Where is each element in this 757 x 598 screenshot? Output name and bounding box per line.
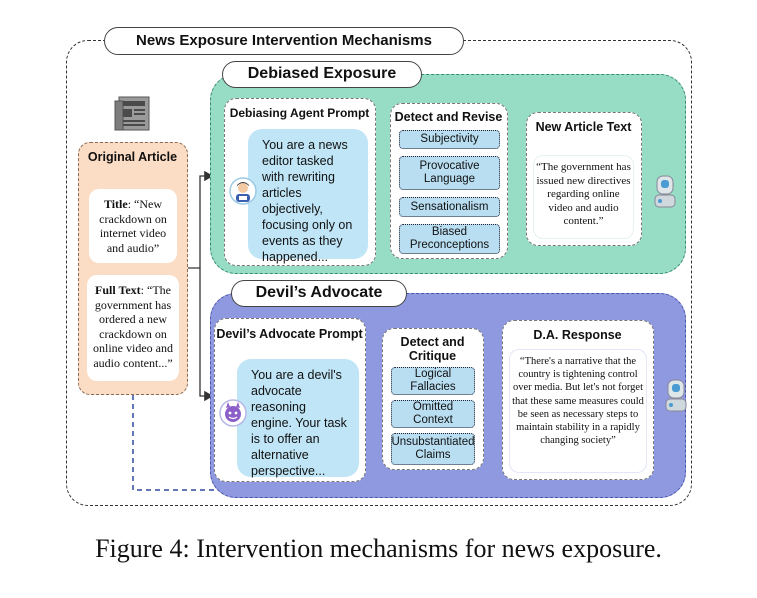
detect-revise-title: Detect and Revise — [394, 110, 503, 124]
tag-unsubstantiated-claims: Unsubstantiated Claims — [391, 433, 475, 465]
da-prompt-text: You are a devil's advocate reasoning eng… — [237, 359, 359, 478]
original-title-box: Title: “New crackdown on internet video … — [89, 189, 177, 263]
title-text: : “New crackdown on internet video and a… — [99, 197, 167, 255]
devils-advocate-heading: Devil’s Advocate — [231, 280, 407, 307]
fulltext-label: Full Text — [94, 283, 141, 297]
devil-avatar-icon — [219, 399, 247, 427]
debiasing-prompt-title: Debiasing Agent Prompt — [229, 106, 370, 120]
da-response-title: D.A. Response — [533, 328, 622, 342]
tag-biased-preconceptions: Biased Preconceptions — [399, 224, 500, 254]
da-response-card: D.A. Response “There's a narrative that … — [502, 320, 654, 480]
user-robot-icon — [654, 175, 676, 208]
title-label: Title — [103, 197, 128, 211]
editor-avatar-icon — [229, 177, 257, 205]
fork-to-debiased — [188, 170, 214, 269]
fulltext-text: : “The government has ordered a new crac… — [93, 283, 173, 370]
detect-revise-card: Detect and Revise Subjectivity Provocati… — [390, 103, 508, 259]
new-article-text: “The government has issued new directive… — [533, 155, 634, 239]
debiasing-prompt-text: You are a news editor tasked with rewrit… — [248, 129, 368, 264]
original-article-heading: Original Article — [87, 150, 178, 164]
return-dashed-line — [132, 395, 682, 491]
fork-to-devils — [199, 268, 214, 402]
tag-sensationalism: Sensationalism — [399, 197, 500, 217]
debiasing-prompt-card: Debiasing Agent Prompt You are a news ed… — [224, 98, 376, 266]
da-prompt-title: Devil’s Advocate Prompt — [216, 327, 363, 341]
da-prompt-card: Devil’s Advocate Prompt You are a devil'… — [214, 318, 366, 482]
new-article-title: New Article Text — [535, 120, 632, 134]
diagram-title: News Exposure Intervention Mechanisms — [104, 27, 464, 55]
original-fulltext-box: Full Text: “The government has ordered a… — [87, 275, 179, 381]
da-response-text: “There's a narrative that the country is… — [509, 349, 647, 473]
tag-provocative-language: Provocative Language — [399, 156, 500, 190]
original-article-panel: Original Article Title: “New crackdown o… — [78, 142, 188, 395]
tag-subjectivity: Subjectivity — [399, 130, 500, 149]
tag-logical-fallacies: Logical Fallacies — [391, 367, 475, 395]
detect-critique-title: Detect and Critique — [400, 335, 465, 363]
new-article-card: New Article Text “The government has iss… — [526, 112, 642, 246]
debiased-exposure-heading: Debiased Exposure — [222, 61, 422, 88]
detect-critique-card: Detect and Critique Logical Fallacies Om… — [382, 328, 484, 470]
user-robot-icon-bottom — [665, 379, 687, 412]
figure-caption: Figure 4: Intervention mechanisms for ne… — [95, 534, 662, 563]
newspaper-icon — [114, 96, 150, 131]
tag-omitted-context: Omitted Context — [391, 400, 475, 428]
